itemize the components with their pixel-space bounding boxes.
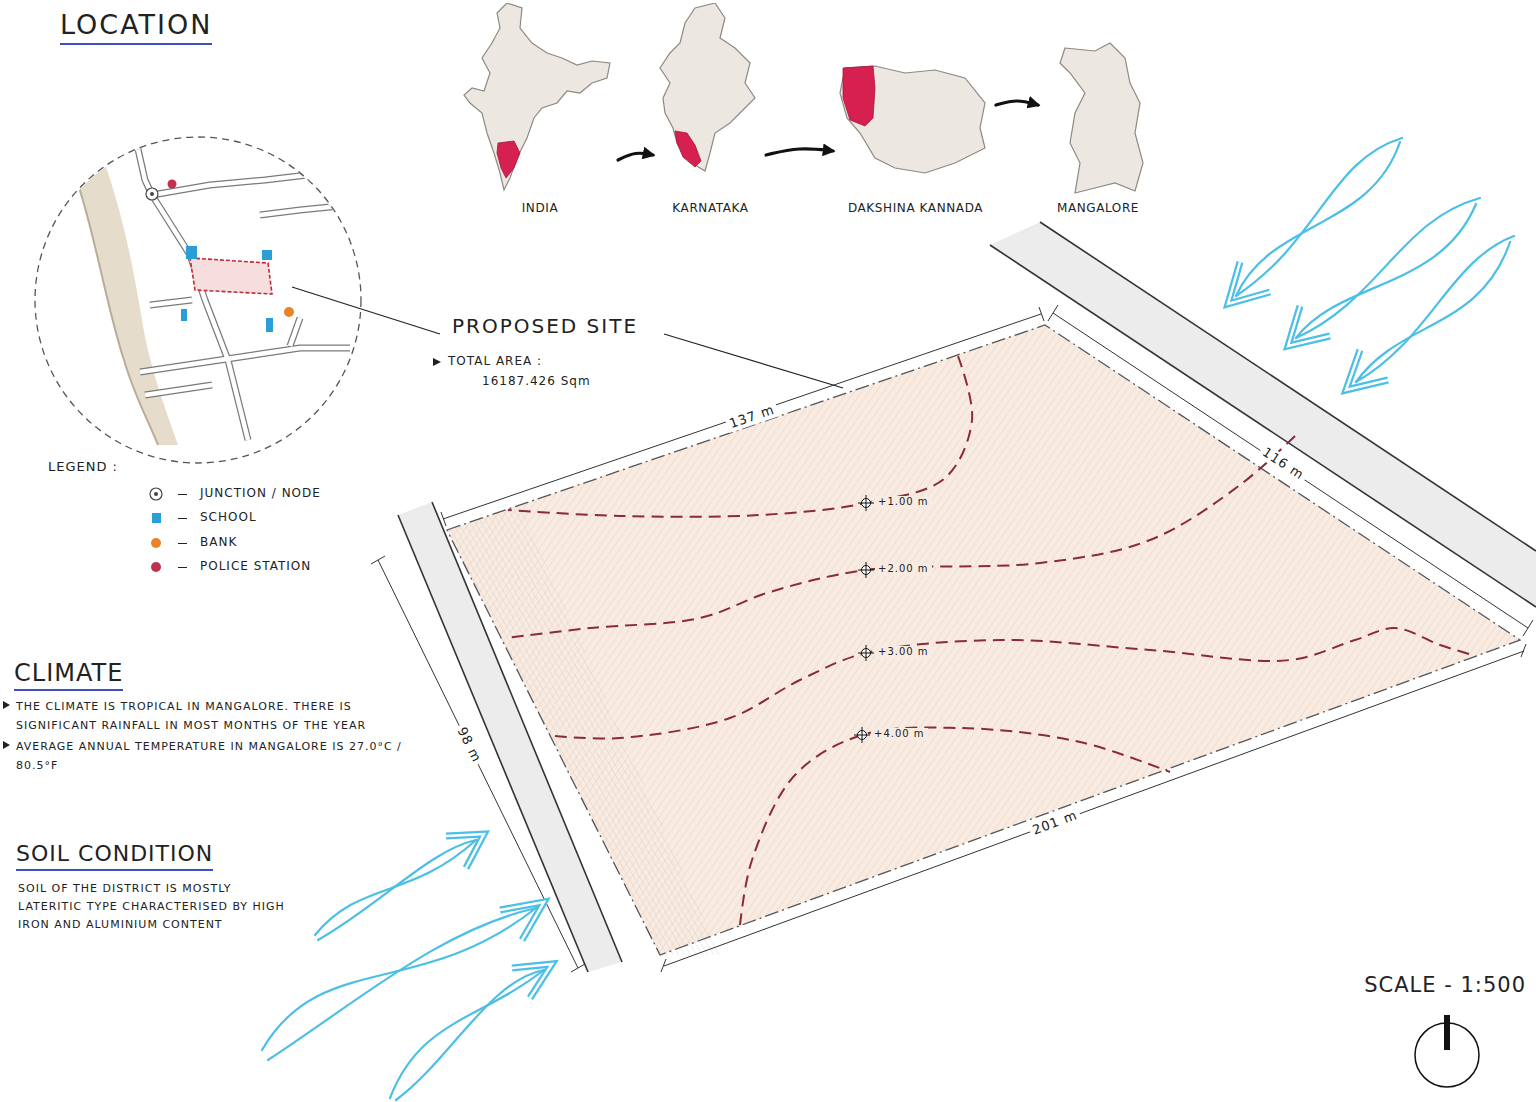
map-boundary (35, 137, 361, 463)
wind-arrowhead (446, 262, 1388, 998)
region-map (1040, 3, 1150, 195)
legend-entry: POLICE STATION (148, 559, 408, 577)
school-symbol (262, 250, 272, 260)
section-heading: SOIL CONDITION (16, 840, 213, 871)
level-label: +3.00 m (875, 646, 932, 659)
legend-label: BANK (200, 535, 237, 549)
separator-dash (178, 518, 187, 519)
legend-heading: LEGEND : (48, 459, 118, 475)
section-heading: CLIMATE (14, 658, 123, 691)
note-text: SOIL OF THE DISTRICT IS MOSTLY LATERITIC… (18, 880, 298, 934)
legend-entry: JUNCTION / NODE (148, 486, 408, 504)
highlight-region (675, 131, 701, 167)
bullet (433, 358, 441, 366)
legend-swatch (151, 538, 161, 548)
wind-arrow (262, 138, 1514, 1100)
separator-dash (178, 494, 187, 495)
site-heading: PROPOSED SITE (452, 314, 638, 339)
flow-arrow (766, 149, 833, 155)
region-map (462, 3, 612, 195)
map-outline: KARNATAKA (655, 3, 766, 215)
site-area (447, 325, 1520, 955)
level-label: +2.00 m (875, 563, 932, 576)
region-name: MANGALORE (1040, 201, 1156, 215)
area-label: TOTAL AREA : (448, 354, 542, 369)
separator-dash (178, 567, 187, 568)
school-symbol (181, 309, 187, 321)
legend-entry: SCHOOL (148, 510, 408, 528)
region-outline (840, 66, 985, 173)
note-text: AVERAGE ANNUAL TEMPERATURE IN MANGALORE … (16, 737, 411, 775)
area-value: 16187.426 Sqm (482, 374, 591, 389)
level-marker (854, 495, 874, 743)
scale-label: SCALE - 1:500 (1364, 972, 1526, 998)
page-title: LOCATION (60, 8, 212, 45)
highlight-region (497, 141, 520, 178)
site-marker (190, 258, 272, 294)
separator-dash (178, 543, 187, 544)
legend-swatch (152, 513, 161, 523)
highlight-region (843, 66, 875, 126)
region-outline (464, 3, 610, 190)
level-label: +4.00 m (871, 728, 928, 741)
leader-line (292, 287, 440, 334)
site-boundary (447, 325, 1520, 955)
flow-arrow (618, 153, 653, 160)
legend-label: JUNCTION / NODE (200, 486, 321, 500)
region-outline (660, 3, 755, 171)
bank-symbol (284, 307, 294, 317)
wind-arrowhead (446, 262, 1388, 998)
region-map (835, 3, 990, 195)
road-fill (120, 100, 350, 440)
region-name: DAKSHINA KANNADA (835, 201, 996, 215)
location-map (62, 100, 350, 445)
contour-line (740, 727, 1170, 925)
legend-label: POLICE STATION (200, 559, 311, 573)
legend-swatch (151, 562, 161, 572)
map-outline: MANGALORE (1040, 3, 1156, 215)
junction-symbol (148, 486, 164, 502)
legend-label: SCHOOL (200, 510, 257, 524)
map-outline: DAKSHINA KANNADA (835, 3, 996, 215)
school-symbol (186, 246, 197, 259)
region-map (655, 3, 760, 195)
region-outline (1060, 43, 1143, 193)
legend-entry: BANK (148, 535, 408, 553)
region-name: INDIA (462, 201, 618, 215)
note-text: THE CLIMATE IS TROPICAL IN MANGALORE. TH… (16, 697, 411, 735)
region-name: KARNATAKA (655, 201, 766, 215)
dimension-line (371, 305, 1533, 972)
junction-symbol (146, 188, 158, 200)
map-outline: INDIA (462, 3, 618, 215)
site-shading (447, 325, 1520, 955)
level-label: +1.00 m (875, 496, 932, 509)
school-symbol (266, 318, 273, 332)
coast-line (62, 140, 158, 445)
flow-arrow (996, 101, 1038, 105)
road-outline (120, 100, 350, 440)
dimension-label: 98 m (452, 722, 486, 768)
junction-symbol (150, 192, 154, 196)
contour-line (506, 436, 1295, 638)
leader-line (664, 334, 843, 388)
contour-line (555, 628, 1476, 739)
north-symbol (1444, 1015, 1450, 1050)
coast-strip (62, 140, 178, 445)
police-symbol (168, 180, 177, 189)
